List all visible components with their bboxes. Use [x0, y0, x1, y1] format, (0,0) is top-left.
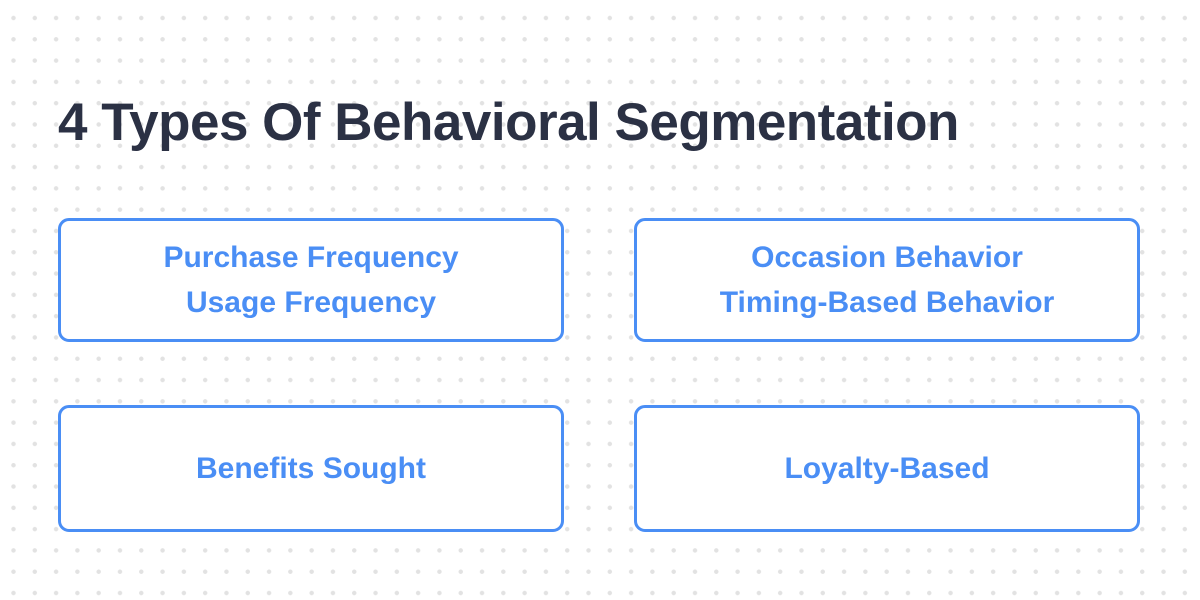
- segment-card-line: Occasion Behavior: [751, 241, 1023, 274]
- segment-card-line: Usage Frequency: [185, 286, 437, 319]
- segment-card-line: Benefits Sought: [196, 452, 426, 485]
- segment-card-line: Loyalty-Based: [784, 452, 990, 485]
- segment-card-occasion-timing-behavior: Occasion Behavior Timing-Based Behavior: [634, 218, 1140, 342]
- segment-card-benefits-sought: Benefits Sought: [58, 405, 564, 532]
- page-title: 4 Types Of Behavioral Segmentation: [58, 92, 959, 152]
- segment-card-line: Purchase Frequency: [163, 241, 459, 274]
- segment-card-purchase-usage-frequency: Purchase Frequency Usage Frequency: [58, 218, 564, 342]
- segment-card-line: Timing-Based Behavior: [719, 286, 1055, 319]
- segment-card-loyalty-based: Loyalty-Based: [634, 405, 1140, 532]
